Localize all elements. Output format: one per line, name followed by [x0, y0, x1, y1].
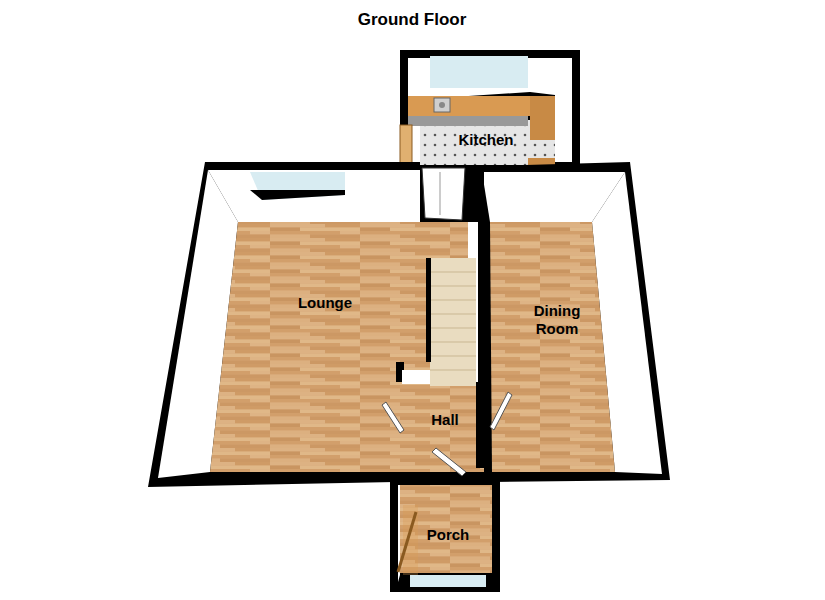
lounge-walls: [250, 172, 345, 200]
room-area: Kitchen: [458, 131, 513, 149]
kitchen-walls: [400, 50, 580, 168]
room-area: Hall: [431, 411, 459, 429]
doors: [440, 172, 441, 215]
stairs: [430, 286, 476, 287]
partition-walls: [402, 370, 430, 384]
doors: [382, 168, 512, 476]
kitchen-units: [530, 96, 555, 140]
partition-walls: [396, 168, 494, 486]
kitchen-units: [528, 158, 555, 165]
outer-walls: [148, 162, 670, 487]
porch-walls: [390, 480, 500, 592]
kitchen-units: [439, 102, 445, 108]
dining-floor: [490, 222, 615, 472]
stairs: [430, 272, 476, 273]
plan-title: Ground Floor: [358, 10, 467, 30]
stairs: [426, 258, 431, 362]
room-label: Porch: [427, 526, 470, 544]
stairs: [430, 314, 476, 315]
kitchen-units: [434, 98, 450, 112]
kitchen-units: [400, 125, 412, 165]
room-area: Dining Room: [522, 302, 592, 338]
porch-window: [410, 575, 486, 587]
porch-window: [410, 575, 486, 587]
room-area: Lounge: [298, 294, 352, 312]
dining-floor: [490, 222, 615, 472]
doors: [422, 168, 465, 220]
kitchen-units: [408, 116, 528, 126]
stairs: [430, 328, 476, 329]
room-label: Hall: [431, 411, 459, 429]
dining-walls: [482, 172, 662, 474]
lounge-walls: [250, 190, 345, 200]
stairs: [430, 258, 476, 386]
porch-floor: [398, 485, 492, 575]
lounge-walls: [208, 170, 420, 222]
doors: [490, 392, 512, 430]
room-label: Lounge: [298, 294, 352, 312]
kitchen-walls: [400, 50, 580, 168]
porch-floor: [398, 512, 416, 572]
stairs: [430, 356, 476, 357]
kitchen-units: [400, 96, 555, 165]
stairs: [430, 370, 476, 371]
stairs: [426, 258, 476, 386]
stairs: [430, 342, 476, 343]
outer-walls: [148, 162, 670, 487]
room-area: Porch: [427, 526, 470, 544]
room-label: Dining Room: [522, 302, 592, 338]
doors: [382, 402, 404, 433]
kitchen-walls: [430, 56, 528, 88]
stairs: [430, 300, 476, 301]
porch-walls: [390, 480, 500, 592]
doors: [432, 448, 466, 476]
room-label: Kitchen: [458, 131, 513, 149]
